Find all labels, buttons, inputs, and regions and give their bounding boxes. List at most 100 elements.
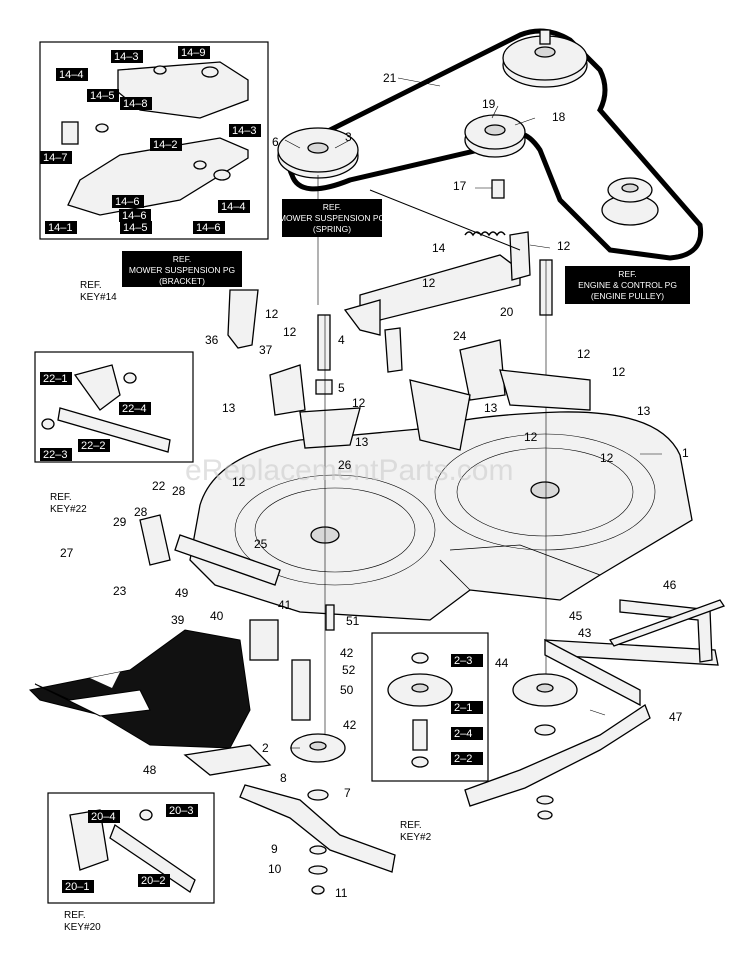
svg-text:2–3: 2–3 (454, 655, 472, 667)
discharge-chute (28, 629, 251, 749)
svg-text:20–3: 20–3 (169, 805, 193, 817)
callout-12: 12 (612, 365, 626, 379)
callout-36: 36 (205, 333, 219, 347)
callout-22: 22 (152, 479, 166, 493)
inset-tag-14–5: 14–5 (87, 89, 119, 102)
callout-41: 41 (278, 598, 292, 612)
callout-5: 5 (338, 381, 345, 395)
inset-tag-14–6: 14–6 (193, 221, 225, 234)
svg-text:MOWER SUSPENSION PG: MOWER SUSPENSION PG (279, 213, 385, 223)
bolt-51 (325, 604, 335, 631)
leader-lines (284, 77, 662, 749)
callout-13: 13 (484, 401, 498, 415)
inset-tag-22–3: 22–3 (40, 448, 72, 461)
svg-text:2–1: 2–1 (454, 702, 472, 714)
blade-left (239, 784, 396, 873)
callout-12: 12 (600, 451, 614, 465)
svg-text:14–4: 14–4 (59, 69, 83, 81)
ref-key-k20-line-1: KEY#20 (64, 922, 101, 933)
callout-40: 40 (210, 609, 224, 623)
svg-text:(BRACKET): (BRACKET) (159, 276, 205, 286)
deck-bracket-14 (343, 231, 531, 336)
callout-12: 12 (577, 347, 591, 361)
callout-28: 28 (172, 484, 186, 498)
callout-45: 45 (569, 609, 583, 623)
callout-8: 8 (280, 771, 287, 785)
callout-47: 47 (669, 710, 683, 724)
hanger-right (499, 369, 591, 411)
callout-42: 42 (343, 718, 357, 732)
callout-2: 2 (262, 741, 269, 755)
inset-tag-2–4: 2–4 (451, 727, 483, 740)
callout-21: 21 (383, 71, 397, 85)
svg-text:14–5: 14–5 (90, 90, 114, 102)
ref-key-k22-line-0: REF. (50, 492, 72, 503)
link-arm (384, 327, 403, 373)
drive-belt (286, 28, 704, 261)
inset-tag-14–9: 14–9 (178, 46, 210, 59)
callout-11: 11 (335, 886, 348, 900)
callout-12: 12 (283, 325, 297, 339)
spindle-left (299, 314, 361, 449)
svg-text:14–9: 14–9 (181, 47, 205, 59)
chute-bracket-48 (183, 744, 272, 776)
callout-19: 19 (482, 97, 496, 111)
svg-text:14–5: 14–5 (123, 222, 147, 234)
svg-text:20–4: 20–4 (91, 811, 115, 823)
ref-key-k14-line-0: REF. (80, 280, 102, 291)
callout-12: 12 (232, 475, 246, 489)
callout-52: 52 (342, 663, 356, 677)
callout-27: 27 (60, 546, 74, 560)
inset-tag-14–5: 14–5 (120, 221, 152, 234)
bracket-36 (227, 289, 259, 349)
callout-12: 12 (422, 276, 436, 290)
svg-text:14–6: 14–6 (122, 210, 146, 222)
callout-24: 24 (453, 329, 467, 343)
inset-tag-14–8: 14–8 (120, 97, 152, 110)
rear-bracket (409, 379, 471, 451)
callout-23: 23 (113, 584, 127, 598)
inset-tag-14–6: 14–6 (112, 195, 144, 208)
hanger-left (269, 364, 306, 416)
svg-text:14–6: 14–6 (115, 196, 139, 208)
flat-idler-pulley (464, 114, 526, 158)
svg-text:22–2: 22–2 (81, 440, 105, 452)
inset-tag-14–1: 14–1 (45, 221, 77, 234)
inset-tag-20–3: 20–3 (166, 804, 198, 817)
callout-14: 14 (432, 241, 446, 255)
svg-text:MOWER SUSPENSION PG: MOWER SUSPENSION PG (129, 265, 235, 275)
pivot-frame (544, 599, 725, 707)
spindle-stack-left (290, 733, 346, 895)
callout-44: 44 (495, 656, 509, 670)
callout-49: 49 (175, 586, 189, 600)
mower-deck-housing (189, 411, 693, 621)
inset-tag-20–1: 20–1 (62, 880, 94, 893)
spring-icon (464, 231, 506, 237)
spacer-17 (491, 179, 505, 199)
svg-text:14–1: 14–1 (48, 222, 72, 234)
callout-26: 26 (338, 458, 352, 472)
callout-1: 1 (682, 446, 689, 460)
callout-25: 25 (254, 537, 268, 551)
spindle-stack-right (512, 673, 578, 820)
inset-tag-14–4: 14–4 (56, 68, 88, 81)
ref-box-spring: REF.MOWER SUSPENSION PG(SPRING) (279, 199, 385, 237)
engine-pulley (601, 177, 659, 226)
svg-text:(SPRING): (SPRING) (313, 224, 351, 234)
inset-tag-2–1: 2–1 (451, 701, 483, 714)
svg-text:REF.: REF. (323, 202, 341, 212)
inset-tag-20–4: 20–4 (88, 810, 120, 823)
top-pulley (502, 29, 588, 88)
callout-13: 13 (222, 401, 236, 415)
callout-48: 48 (143, 763, 157, 777)
svg-text:(ENGINE PULLEY): (ENGINE PULLEY) (591, 291, 664, 301)
svg-text:14–2: 14–2 (153, 139, 177, 151)
ref-key-k2-line-1: KEY#2 (400, 832, 432, 843)
callout-12: 12 (265, 307, 279, 321)
inset-tag-22–2: 22–2 (78, 439, 110, 452)
callout-10: 10 (268, 862, 282, 876)
callout-13: 13 (355, 435, 369, 449)
svg-text:22–1: 22–1 (43, 373, 67, 385)
front-plate-28 (139, 514, 171, 566)
